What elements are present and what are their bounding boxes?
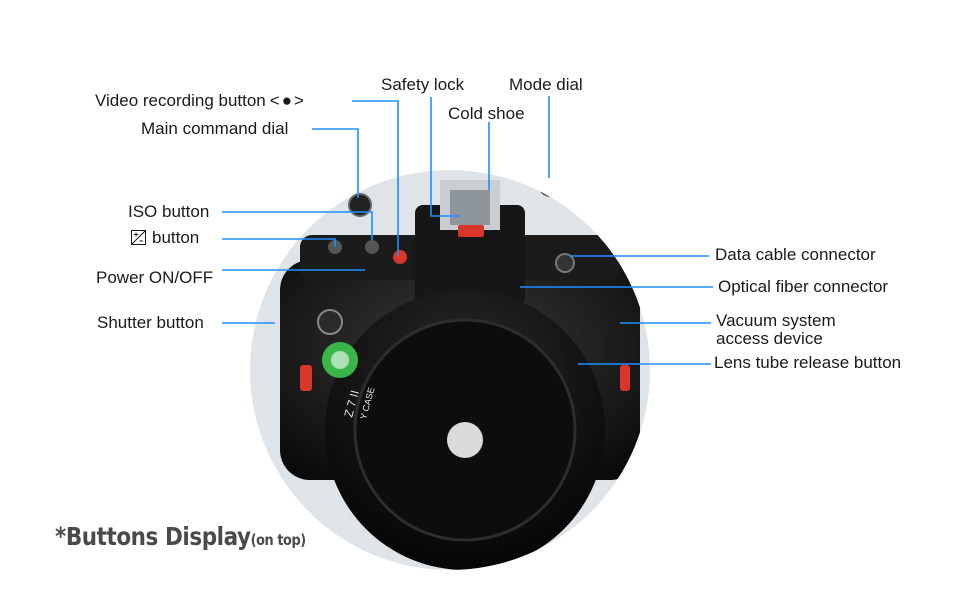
label-exposure-button: button: [131, 228, 199, 248]
video-recording-text: Video recording button: [95, 91, 266, 110]
housing-text: Z 7 II: [341, 389, 362, 419]
caption-sub: (on top): [250, 531, 307, 549]
label-lens-tube-release-button: Lens tube release button: [714, 353, 902, 372]
label-vacuum-system-access-device: Vacuum system access device: [716, 311, 836, 348]
label-iso-button: ISO button: [128, 202, 210, 221]
exposure-compensation-icon: [131, 230, 146, 245]
label-power-on-off: Power ON/OFF: [96, 268, 214, 287]
label-video-recording-button: Video recording button<●>: [95, 91, 306, 111]
video-record-symbol-icon: <●>: [269, 91, 306, 110]
label-optical-fiber-connector: Optical fiber connector: [718, 277, 889, 296]
label-mode-dial: Mode dial: [509, 75, 583, 94]
exposure-button-text: button: [152, 228, 200, 247]
label-cold-shoe: Cold shoe: [448, 104, 525, 123]
label-main-command-dial: Main command dial: [141, 119, 289, 138]
label-shutter-button: Shutter button: [97, 313, 204, 332]
caption-main: *Buttons Display: [55, 522, 251, 551]
buttons-display-caption: *Buttons Display(on top): [55, 522, 306, 551]
label-safety-lock: Safety lock: [381, 75, 465, 94]
label-data-cable-connector: Data cable connector: [715, 245, 876, 264]
